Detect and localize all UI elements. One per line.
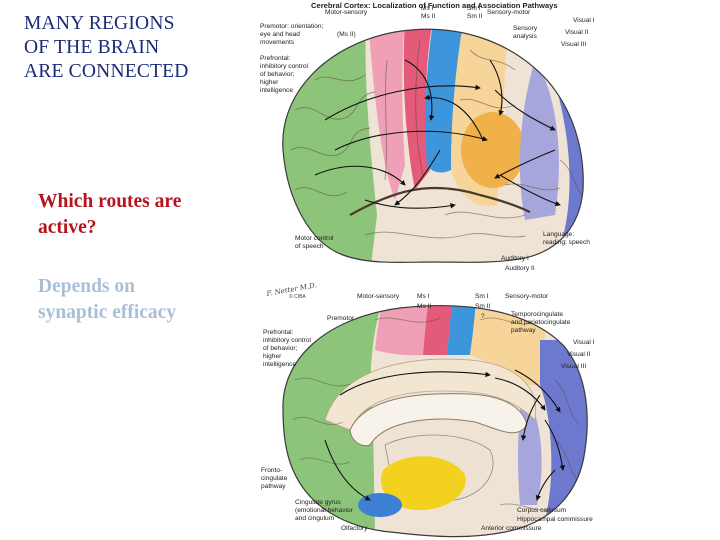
label-premotor: Premotor: orientation; (260, 23, 324, 30)
label-visual1: Visual I (573, 17, 595, 24)
label-ms2: Ms II (421, 13, 435, 20)
label-visual2: Visual II (565, 29, 589, 36)
medial-label-sensory-motor: Sensory-motor (505, 293, 549, 300)
medial-label-cingulate: Cingulate gyrus (295, 499, 342, 506)
label-motor-speech-2: of speech (295, 243, 324, 250)
medial-label-ms2: Ms II (417, 303, 431, 310)
cingulate-gyrus (324, 358, 537, 431)
medial-label-frontocingulate: Fronto- (261, 467, 282, 474)
label-prefrontal: Prefrontal: (260, 55, 291, 62)
corpus-callosum (349, 393, 528, 447)
brain-figure-svg: Cerebral Cortex: Localization of Functio… (260, 1, 595, 538)
label-language: Language: (543, 231, 574, 238)
label-auditory2: Auditory II (505, 265, 535, 272)
medial-label-prefrontal-3: of behavior; (263, 345, 298, 352)
medial-label-olfactory: Olfactory (341, 525, 368, 532)
label-premotor-2: eye and head (260, 31, 300, 38)
medial-label-visual3: Visual III (561, 363, 586, 370)
premotor-region (367, 29, 407, 200)
answer-line: synaptic efficacy (38, 302, 177, 323)
question-line: Which routes are (38, 191, 182, 212)
medial-label-hippocampal-commissure: Hippocampal commissure (517, 516, 593, 523)
label-sensory-motor: Sensory-motor (487, 9, 531, 16)
medial-label-temporocingulate-3: pathway (511, 327, 536, 334)
medial-label-cingulate-3: and cingulum (295, 515, 335, 522)
ciba-mark: © CIBA (289, 293, 306, 300)
title-line: ARE CONNECTED (24, 61, 189, 82)
medial-label-visual2: Visual II (567, 351, 591, 358)
label-sensory-analysis: Sensory (513, 25, 538, 32)
label-sm1: Sm I (467, 5, 481, 12)
label-ms1: Ms I (421, 5, 434, 12)
label-sm2: Sm II (467, 13, 483, 20)
label-prefrontal-3: of behavior; (260, 71, 295, 78)
medial-label-sm2: Sm II (475, 303, 491, 310)
medial-label-corpus-callosum: Corpus callosum (517, 507, 567, 514)
medial-label-premotor: Premotor (327, 315, 355, 322)
label-auditory1: Auditory I (501, 255, 529, 262)
answer-text: Depends on synaptic efficacy (38, 274, 238, 326)
lateral-brain-view: Motor-sensory Ms I Ms II Sm I Sm II Sens… (260, 5, 595, 272)
medial-label-prefrontal-4: higher (263, 353, 282, 360)
label-visual3: Visual III (561, 41, 586, 48)
label-language-2: reading; speech (543, 239, 590, 246)
sensory-analysis-region (461, 112, 525, 188)
medial-label-motor-sensory: Motor-sensory (357, 293, 400, 300)
title-line: MANY REGIONS (24, 13, 175, 34)
medial-label-anterior-commissure: Anterior commissure (481, 525, 542, 532)
medial-label-temporocingulate: Temporocingulate (511, 311, 563, 318)
question-line: active? (38, 217, 97, 238)
medial-label-prefrontal-2: inhibitory control (263, 337, 312, 344)
medial-visual-region (540, 340, 588, 520)
answer-line: Depends on (38, 276, 135, 297)
medial-label-prefrontal-5: intelligence (263, 361, 296, 368)
medial-label-sm1: Sm I (475, 293, 489, 300)
medial-label-frontocingulate-2: cingulate (261, 475, 288, 482)
medial-label-temporocingulate-2: and parietocingulate (511, 319, 571, 326)
medial-label-prefrontal: Prefrontal: (263, 329, 294, 336)
limbic-yellow-region (381, 456, 466, 511)
label-ms2-side: (Ms II) (337, 31, 356, 38)
medial-brain-view: Motor-sensory Ms I Ms II Sm I Sm II ? Se… (261, 293, 595, 538)
medial-label-visual1: Visual I (573, 339, 595, 346)
label-motor-sensory: Motor-sensory (325, 9, 368, 16)
label-prefrontal-4: higher (260, 79, 279, 86)
medial-label-frontocingulate-3: pathway (261, 483, 286, 490)
slide-title: MANY REGIONS OF THE BRAIN ARE CONNECTED (24, 12, 244, 84)
question-text: Which routes are active? (38, 189, 238, 241)
figure-heading: Cerebral Cortex: Localization of Functio… (311, 1, 558, 10)
label-sensory-analysis-2: analysis (513, 33, 538, 40)
visual-association-region (519, 60, 559, 220)
title-line: OF THE BRAIN (24, 37, 160, 58)
medial-label-ms1: Ms I (417, 293, 430, 300)
label-prefrontal-5: intelligence (260, 87, 293, 94)
medial-label-cingulate-2: (emotional behavior (295, 507, 354, 514)
medial-label-question: ? (481, 313, 485, 320)
label-motor-speech: Motor control (295, 235, 334, 242)
label-premotor-3: movements (260, 39, 295, 46)
label-prefrontal-2: inhibitory control (260, 63, 309, 70)
visual-region (551, 70, 584, 260)
motor-region (403, 29, 437, 190)
brain-illustration: Cerebral Cortex: Localization of Functio… (255, 0, 622, 540)
